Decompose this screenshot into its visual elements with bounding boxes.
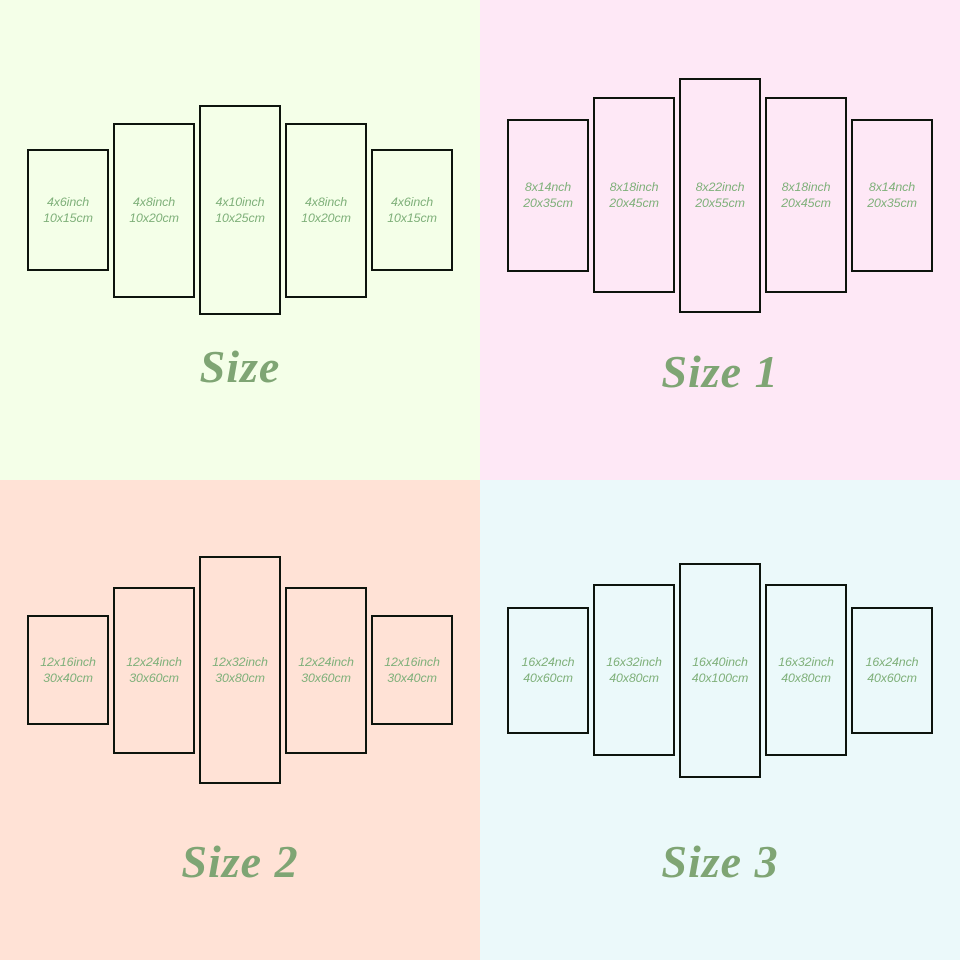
panel-size-label: 8x14nch 20x35cm [841,179,942,212]
panel-size-label: 4x10inch 10x25cm [189,194,290,227]
size-option-title: Size [199,341,281,392]
panel-size-label: 8x18inch 20x45cm [583,179,684,212]
panel-size-cm: 10x20cm [129,211,179,225]
canvas-panel[interactable]: 8x14nch 20x35cm [851,118,933,272]
panel-size-inch: 8x18inch [781,179,831,194]
canvas-panel[interactable]: 12x16inch 30x40cm [371,615,453,725]
panel-size-cm: 20x55cm [695,196,745,210]
panel-size-label: 12x16inch 30x40cm [361,654,462,687]
panel-size-label: 4x8inch 10x20cm [103,194,204,227]
panel-size-inch: 16x24nch [865,654,919,669]
canvas-panel[interactable]: 16x40inch 40x100cm [679,562,761,778]
size-option-size-3[interactable]: 16x24nch 40x60cm 16x32inch 40x80cm 16x40inch… [480,480,960,960]
panel-size-inch: 12x24inch [298,654,354,669]
panel-size-label: 12x24inch 30x60cm [103,654,204,687]
canvas-panel[interactable]: 4x6inch 10x15cm [27,149,109,271]
panel-size-cm: 40x100cm [691,671,749,685]
canvas-panel[interactable]: 8x18inch 20x45cm [593,97,675,293]
panel-size-inch: 12x24inch [126,654,182,669]
canvas-panel[interactable]: 12x24inch 30x60cm [285,586,367,754]
size-option-title: Size 2 [181,836,299,887]
canvas-panel[interactable]: 16x24nch 40x60cm [507,606,589,734]
panel-cluster: 16x24nch 40x60cm 16x32inch 40x80cm 16x40inch… [480,555,960,785]
panel-size-cm: 10x15cm [43,211,93,225]
panel-cluster: 4x6inch 10x15cm 4x8inch 10x20cm 4x10inch 10x2… [0,95,480,325]
canvas-panel[interactable]: 16x32inch 40x80cm [593,584,675,756]
canvas-panel[interactable]: 8x14nch 20x35cm [507,118,589,272]
canvas-panel[interactable]: 4x10inch 10x25cm [199,105,281,315]
panel-size-cm: 20x35cm [867,196,917,210]
canvas-panel[interactable]: 16x32inch 40x80cm [765,584,847,756]
panel-size-inch: 16x40inch [692,654,748,669]
panel-size-cm: 30x80cm [215,671,265,685]
panel-size-inch: 12x16inch [40,654,96,669]
panel-size-inch: 4x10inch [215,194,265,209]
panel-size-cm: 30x40cm [387,671,437,685]
panel-size-inch: 8x18inch [609,179,659,194]
panel-size-cm: 40x60cm [523,671,573,685]
panel-size-cm: 30x40cm [43,671,93,685]
size-option-title: Size 1 [661,346,779,397]
panel-size-label: 16x32inch 40x80cm [755,654,856,687]
panel-cluster: 12x16inch 30x40cm 12x24inch 30x60cm 12x32inc… [0,555,480,785]
panel-size-inch: 4x8inch [304,194,348,209]
panel-size-label: 16x40inch 40x100cm [669,654,770,687]
panel-size-label: 16x32inch 40x80cm [583,654,684,687]
panel-size-cm: 40x60cm [867,671,917,685]
panel-size-label: 4x8inch 10x20cm [275,194,376,227]
canvas-panel[interactable]: 4x8inch 10x20cm [285,122,367,298]
panel-size-inch: 16x32inch [778,654,834,669]
panel-size-inch: 16x32inch [606,654,662,669]
panel-size-cm: 10x15cm [387,211,437,225]
panel-size-cm: 30x60cm [129,671,179,685]
canvas-panel[interactable]: 12x24inch 30x60cm [113,586,195,754]
panel-size-cm: 30x60cm [301,671,351,685]
panel-size-label: 8x22inch 20x55cm [669,179,770,212]
panel-size-label: 4x6inch 10x15cm [361,194,462,227]
panel-size-label: 16x24nch 40x60cm [841,654,942,687]
panel-size-label: 12x24inch 30x60cm [275,654,376,687]
panel-size-label: 4x6inch 10x15cm [17,194,118,227]
panel-cluster: 8x14nch 20x35cm 8x18inch 20x45cm 8x22inch 20x… [480,77,960,313]
canvas-panel[interactable]: 8x18inch 20x45cm [765,97,847,293]
size-option-size-2[interactable]: 12x16inch 30x40cm 12x24inch 30x60cm 12x32inc… [0,480,480,960]
panel-size-inch: 12x16inch [384,654,440,669]
panel-size-inch: 4x6inch [46,194,90,209]
canvas-panel[interactable]: 12x16inch 30x40cm [27,615,109,725]
canvas-panel[interactable]: 16x24nch 40x60cm [851,606,933,734]
panel-size-inch: 8x22inch [695,179,745,194]
panel-size-inch: 4x6inch [390,194,434,209]
panel-size-cm: 10x20cm [301,211,351,225]
canvas-panel[interactable]: 8x22inch 20x55cm [679,77,761,313]
panel-size-inch: 16x24nch [521,654,575,669]
canvas-panel[interactable]: 4x6inch 10x15cm [371,149,453,271]
panel-size-cm: 20x45cm [609,196,659,210]
panel-size-label: 8x18inch 20x45cm [755,179,856,212]
panel-size-label: 12x32inch 30x80cm [189,654,290,687]
size-option-title: Size 3 [661,836,779,887]
panel-size-inch: 8x14nch [868,179,916,194]
panel-size-cm: 20x45cm [781,196,831,210]
panel-size-label: 12x16inch 30x40cm [17,654,118,687]
panel-size-inch: 4x8inch [132,194,176,209]
panel-size-cm: 20x35cm [523,196,573,210]
panel-size-cm: 40x80cm [781,671,831,685]
size-option-size-1[interactable]: 8x14nch 20x35cm 8x18inch 20x45cm 8x22inch 20x… [480,0,960,480]
canvas-panel[interactable]: 4x8inch 10x20cm [113,122,195,298]
panel-size-inch: 8x14nch [524,179,572,194]
size-option-size[interactable]: 4x6inch 10x15cm 4x8inch 10x20cm 4x10inch 10x2… [0,0,480,480]
panel-size-inch: 12x32inch [212,654,268,669]
panel-size-cm: 40x80cm [609,671,659,685]
panel-size-cm: 10x25cm [215,211,265,225]
canvas-panel[interactable]: 12x32inch 30x80cm [199,556,281,784]
panel-size-label: 16x24nch 40x60cm [497,654,598,687]
panel-size-label: 8x14nch 20x35cm [497,179,598,212]
